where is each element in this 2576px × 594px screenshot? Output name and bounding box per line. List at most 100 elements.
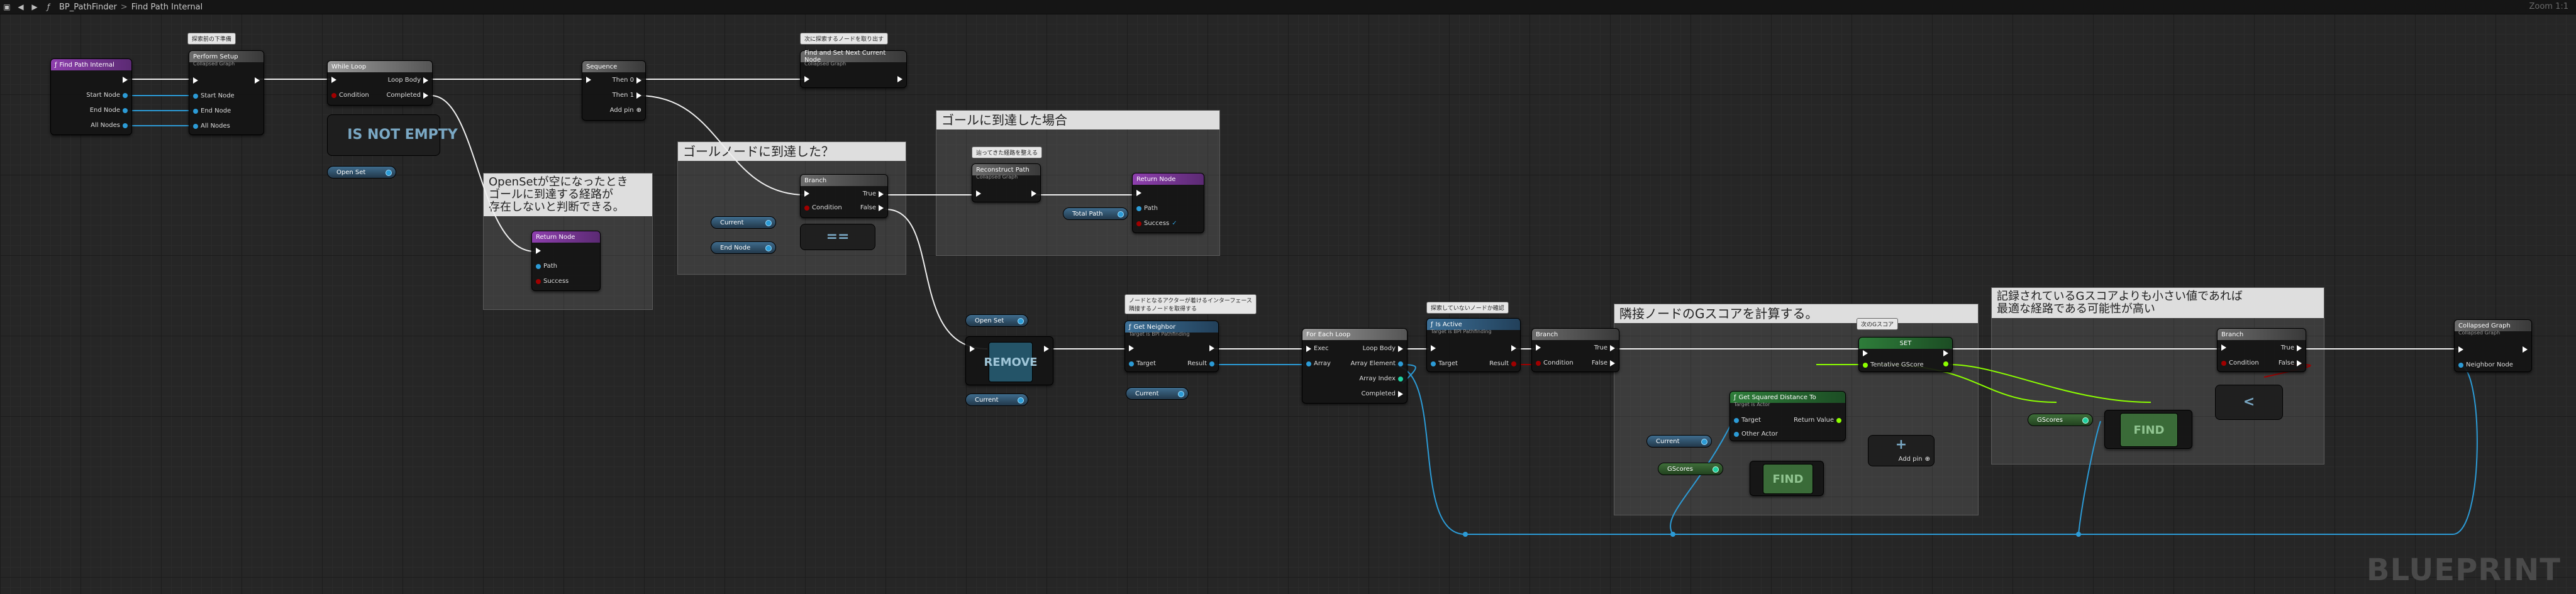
pin-false[interactable]: False: [1592, 360, 1615, 366]
breadcrumb-graph[interactable]: Find Path Internal: [131, 2, 203, 12]
node-find-1[interactable]: FIND: [1750, 461, 1824, 496]
pin-other-actor[interactable]: Other Actor: [1734, 431, 1778, 437]
var-end-node-1[interactable]: End Node: [711, 241, 776, 254]
pin-loop-body[interactable]: Loop Body: [1363, 345, 1403, 352]
exec-out-pin[interactable]: [1511, 345, 1516, 351]
pin-true[interactable]: True: [863, 190, 884, 197]
exec-out-pin[interactable]: [2523, 346, 2528, 353]
var-gscores-1[interactable]: GScores: [1658, 463, 1723, 475]
node-collapsed-graph[interactable]: Collapsed Graph Collapsed Graph Neighbor…: [2454, 319, 2532, 372]
exec-out-pin[interactable]: [1209, 345, 1214, 351]
node-return-2[interactable]: Return Node Path Success✓: [1132, 173, 1204, 233]
pin-completed[interactable]: Completed: [1361, 390, 1403, 397]
pin-end-node[interactable]: End Node: [90, 107, 128, 114]
var-total-path[interactable]: Total Path: [1063, 207, 1128, 220]
pin-true[interactable]: True: [2281, 344, 2302, 351]
pin-exec[interactable]: Exec: [1306, 345, 1329, 352]
var-current-2[interactable]: Current: [965, 393, 1028, 406]
exec-in-pin[interactable]: [1863, 350, 1868, 356]
var-current-1[interactable]: Current: [711, 216, 776, 229]
pin-condition[interactable]: Condition: [804, 204, 842, 211]
pin-true[interactable]: True: [1594, 344, 1615, 351]
pin-path[interactable]: Path: [1136, 205, 1158, 212]
exec-in-pin[interactable]: [976, 190, 981, 197]
pin-tentative-gscore[interactable]: Tentative GScore: [1863, 361, 1924, 368]
exec-out-pin[interactable]: [123, 77, 128, 83]
pin-array[interactable]: Array: [1306, 360, 1331, 367]
pin-target[interactable]: Target: [1129, 360, 1156, 367]
exec-out-pin[interactable]: [255, 77, 260, 84]
pin-path[interactable]: Path: [536, 263, 557, 270]
pin-result[interactable]: Result: [1489, 360, 1516, 367]
exec-out-pin[interactable]: [1044, 346, 1049, 352]
pin-false[interactable]: False: [860, 204, 884, 211]
node-find-next-current[interactable]: Find and Set Next Current Node Collapsed…: [800, 50, 907, 88]
exec-in-pin[interactable]: [331, 77, 336, 83]
node-branch-1[interactable]: Branch Condition True False: [800, 174, 888, 218]
node-set-gscore[interactable]: SET Tentative GScore: [1858, 337, 1953, 372]
node-add[interactable]: + ⊕Add pin: [1868, 435, 1935, 466]
pin-add-pin[interactable]: ⊕Add pin: [1898, 456, 1930, 463]
exec-in-pin[interactable]: [2221, 344, 2226, 351]
node-perform-setup[interactable]: Perform Setup Collapsed Graph Start Node…: [189, 50, 264, 135]
exec-out-pin[interactable]: [897, 76, 902, 82]
exec-in-pin[interactable]: [536, 248, 541, 254]
pin-all-nodes[interactable]: All Nodes: [193, 123, 230, 129]
pin-return-value[interactable]: Return Value: [1794, 417, 1841, 424]
forward-arrow-icon[interactable]: ▶: [31, 3, 38, 11]
node-less-than[interactable]: <: [2215, 385, 2283, 420]
exec-out-pin[interactable]: [1031, 190, 1036, 197]
node-branch-2[interactable]: Branch Condition True False: [1531, 328, 1619, 372]
blueprint-icon[interactable]: ▣: [3, 3, 11, 11]
pin-condition[interactable]: Condition: [331, 92, 369, 99]
node-find-2[interactable]: FIND: [2104, 410, 2192, 449]
pin-result[interactable]: Result: [1187, 360, 1214, 367]
exec-in-pin[interactable]: [804, 190, 809, 197]
breadcrumb-asset[interactable]: BP_PathFinder: [59, 2, 117, 12]
exec-in-pin[interactable]: [1129, 345, 1134, 351]
pin-start-node[interactable]: Start Node: [193, 92, 235, 99]
exec-in-pin[interactable]: [2458, 346, 2463, 353]
node-branch-3[interactable]: Branch Condition True False: [2217, 328, 2306, 372]
var-current-3[interactable]: Current: [1126, 387, 1189, 400]
var-current-4[interactable]: Current: [1646, 435, 1712, 448]
pin-neighbor-node[interactable]: Neighbor Node: [2458, 361, 2513, 368]
pin-success[interactable]: Success✓: [1136, 220, 1177, 227]
var-open-set-1[interactable]: Open Set: [327, 166, 396, 179]
back-arrow-icon[interactable]: ◀: [18, 3, 24, 11]
pin-array-index[interactable]: Array Index: [1359, 375, 1403, 382]
node-return-1[interactable]: Return Node Path Success: [531, 231, 601, 291]
pin-success[interactable]: Success: [536, 278, 569, 285]
pin-gscore-out[interactable]: [1943, 361, 1948, 366]
pin-completed[interactable]: Completed: [386, 92, 428, 99]
pin-condition[interactable]: Condition: [1536, 360, 1574, 366]
exec-in-pin[interactable]: [193, 77, 198, 84]
pin-target[interactable]: Target: [1734, 417, 1761, 424]
var-gscores-2[interactable]: GScores: [2028, 414, 2093, 426]
pin-end-node[interactable]: End Node: [193, 107, 231, 114]
node-while-loop[interactable]: While Loop Condition Loop Body Completed: [327, 60, 433, 106]
pin-loop-body[interactable]: Loop Body: [388, 77, 428, 84]
pin-array-element[interactable]: Array Element: [1350, 360, 1403, 367]
pin-false[interactable]: False: [2279, 360, 2302, 366]
pin-condition[interactable]: Condition: [2221, 360, 2259, 366]
exec-in-pin[interactable]: [804, 76, 809, 82]
pin-target[interactable]: Target: [1431, 360, 1458, 367]
pin-all-nodes[interactable]: All Nodes: [91, 122, 128, 129]
pin-start-node[interactable]: Start Node: [86, 92, 128, 99]
pin-then-0[interactable]: Then 0: [613, 77, 641, 84]
exec-in-pin[interactable]: [1431, 345, 1436, 351]
node-sequence[interactable]: Sequence Then 0 Then 1 ⊕Add pin: [582, 60, 646, 121]
exec-in-pin[interactable]: [586, 77, 591, 83]
exec-out-pin[interactable]: [1943, 350, 1948, 356]
node-is-not-empty[interactable]: IS NOT EMPTY: [327, 114, 458, 156]
exec-in-pin[interactable]: [970, 346, 975, 352]
pin-then-1[interactable]: Then 1: [613, 92, 641, 99]
node-equal[interactable]: ==: [800, 224, 875, 250]
node-for-each-loop[interactable]: For Each Loop Exec Array Loop Body Array…: [1302, 328, 1407, 404]
node-remove[interactable]: REMOVE: [965, 336, 1053, 385]
